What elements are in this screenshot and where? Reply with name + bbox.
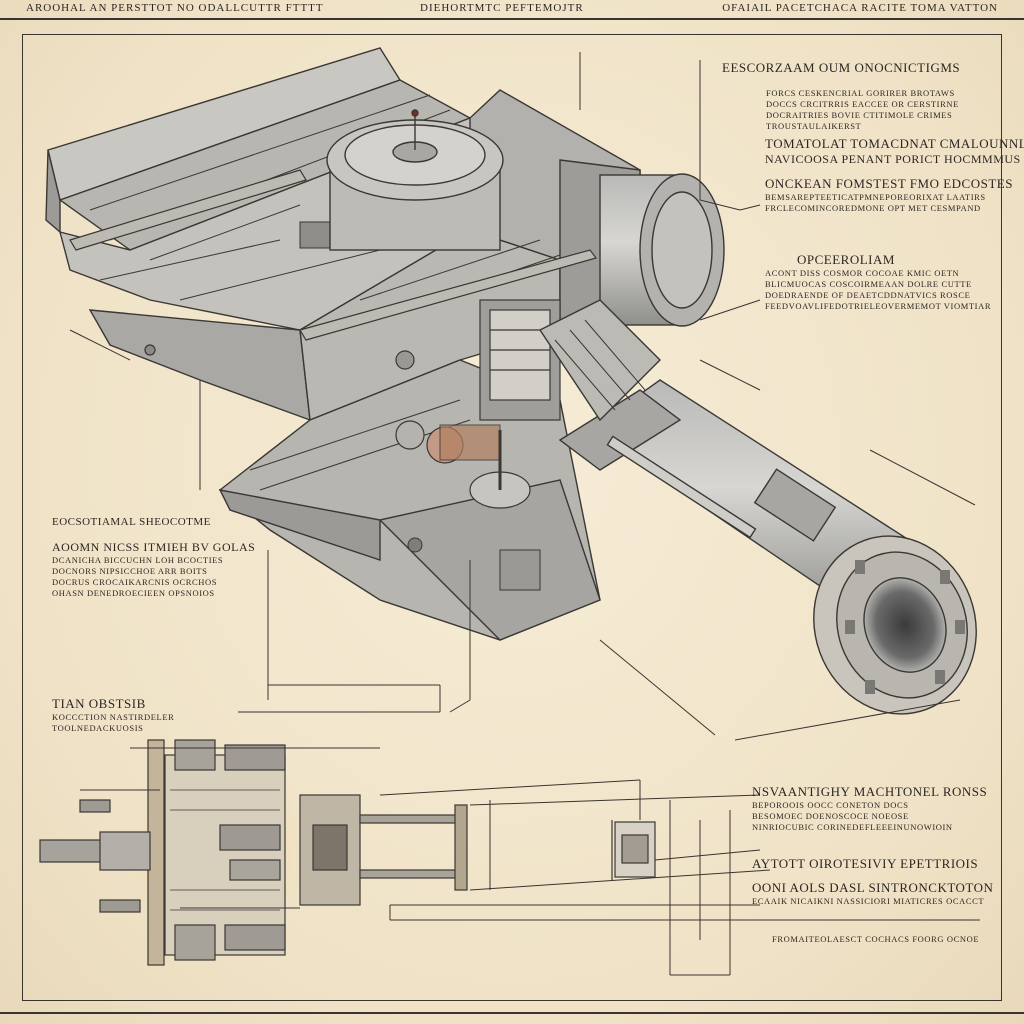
annotation-line: NAVICOOSA PENANT PORICT HOCMMMUS	[765, 152, 1021, 166]
annotation-line: DOEDRAENDE OF DEAETCDDNATVICS ROSCE	[765, 290, 971, 300]
annotation-line: FORCS CESKENCRIAL GORIRER BROTAWS	[766, 88, 955, 98]
annotation-title: ONCKEAN FOMSTEST FMO EDCOSTES	[765, 176, 1013, 191]
annotation-left-6: AOOMN NICSS ITMIEH BV GOLAS DCANICHA BIC…	[52, 540, 255, 599]
annotation-line: OHASN DENEDROECIEEN OPSNOIOS	[52, 588, 215, 598]
lower-assembly	[39, 739, 656, 966]
main-barrel	[538, 299, 977, 715]
annotation-top-right-3: ONCKEAN FOMSTEST FMO EDCOSTES BEMSAREPTE…	[765, 176, 1013, 214]
annotation-bottom-right-10: OONI AOLS DASL SINTRONCKTOTON ECAAIK NIC…	[752, 880, 993, 907]
frame-right-rule	[1001, 34, 1002, 1000]
annotation-title: OONI AOLS DASL SINTRONCKTOTON	[752, 880, 994, 895]
annotation-line: BEPOROOIS OOCC CONETON DOCS	[752, 800, 909, 810]
annotation-line: FRCLECOMINCOREDMONE OPT MET CESMPAND	[765, 203, 981, 213]
frame-left-rule	[22, 34, 23, 1000]
top-turret	[326, 109, 504, 251]
annotation-line: DOCRUS CROCAIKARCNIS OCRCHOS	[52, 577, 218, 587]
annotation-bottom-right-11: FROMAITEOLAESCT COCHACS FOORG OCNOE	[772, 934, 979, 945]
annotation-title: OPCEEROLIAM	[797, 252, 895, 267]
annotation-title: NSVAANTIGHY MACHTONEL RONSS	[752, 784, 988, 799]
annotation-line: ECAAIK NICAIKNI NASSICIORI MIATICRES OCA…	[752, 896, 985, 906]
annotation-title: AOOMN NICSS ITMIEH BV GOLAS	[52, 540, 256, 554]
annotation-line: FEEDVOAVLIFEDOTRIELEOVERMEMOT VIOMTIAR	[765, 301, 992, 311]
annotation-line: BLICMUOCAS COSCOIRMEAAN DOLRE CUTTE	[765, 279, 972, 289]
annotation-bottom-right-8: NSVAANTIGHY MACHTONEL RONSS BEPOROOIS OO…	[752, 784, 987, 833]
annotation-title: EESCORZAAM OUM ONOCNICTIGMS	[722, 60, 961, 75]
annotation-line: DOCRAITRIES BOVIE CTITIMOLE CRIMES	[766, 110, 953, 120]
annotation-title: AYTOTT OIROTESIVIY EPETTRIOIS	[752, 856, 979, 871]
annotation-line: DCANICHA BICCUCHN LOH BCOCTIES	[52, 555, 224, 565]
annotation-top-right-2: TOMATOLAT TOMACDNAT CMALOUNNLA NAVICOOSA…	[765, 136, 1024, 167]
annotation-title: EOCSOTIAMAL SHEOCOTME	[52, 516, 211, 528]
annotation-line: ACONT DISS COSMOR COCOAE KMIC OETN	[765, 268, 960, 278]
annotation-line: BEMSAREPTEETICATPMNEPOREORIXAT LAATIRS	[765, 192, 986, 202]
annotation-top-right-1: EESCORZAAM OUM ONOCNICTIGMS FORCS CESKEN…	[722, 60, 960, 132]
annotation-right-4: OPCEEROLIAM ACONT DISS COSMOR COCOAE KMI…	[765, 252, 991, 312]
lower-leader-lines	[80, 747, 980, 976]
annotation-line: TOOLNEDACKUOSIS	[52, 723, 144, 733]
guide-rails	[69, 169, 598, 370]
annotation-title: TIAN OBSTSIB	[52, 696, 146, 711]
annotation-line: TROUSTAULAIKERST	[766, 121, 862, 131]
frame-footer-rule	[0, 1012, 1024, 1014]
header-right-title: OFAIAIL PACETCHACA RACITE TOMA VATTON	[722, 2, 998, 14]
annotation-line: BESOMOEC DOENOSCOCE NOEOSE	[752, 811, 909, 821]
upper-leader-lines	[69, 52, 976, 741]
annotation-line: FROMAITEOLAESCT COCHACS FOORG OCNOE	[772, 934, 980, 944]
annotation-line: NINRIOCUBIC CORINEDEFLEEEINUNOWIOIN	[752, 822, 953, 832]
annotation-line: DOCCS CRCITRRIS EACCEE OR CERSTIRNE	[766, 99, 959, 109]
annotation-left-7: TIAN OBSTSIB KOCCCTION NASTIRDELER TOOLN…	[52, 696, 174, 734]
frame-bottom-rule	[22, 1000, 1002, 1001]
annotation-line: DOCNORS NIPSICCHOE ARR BOITS	[52, 566, 208, 576]
annotation-left-5: EOCSOTIAMAL SHEOCOTME	[52, 516, 211, 528]
center-mechanism	[395, 299, 561, 509]
frame-top-rule	[0, 18, 1024, 20]
header-left-title: AROOHAL AN PERSTTOT NO ODALLCUTTR FTTTT	[26, 2, 324, 14]
header-middle-title: DIEHORTMTC PEFTEMOJTR	[420, 2, 584, 14]
frame-inner-top-rule	[22, 34, 1002, 35]
annotation-title: TOMATOLAT TOMACDNAT CMALOUNNLA	[765, 136, 1024, 151]
annotation-line: KOCCCTION NASTIRDELER	[52, 712, 175, 722]
annotation-bottom-right-9: AYTOTT OIROTESIVIY EPETTRIOIS	[752, 856, 978, 872]
rear-cylinder	[599, 173, 725, 327]
